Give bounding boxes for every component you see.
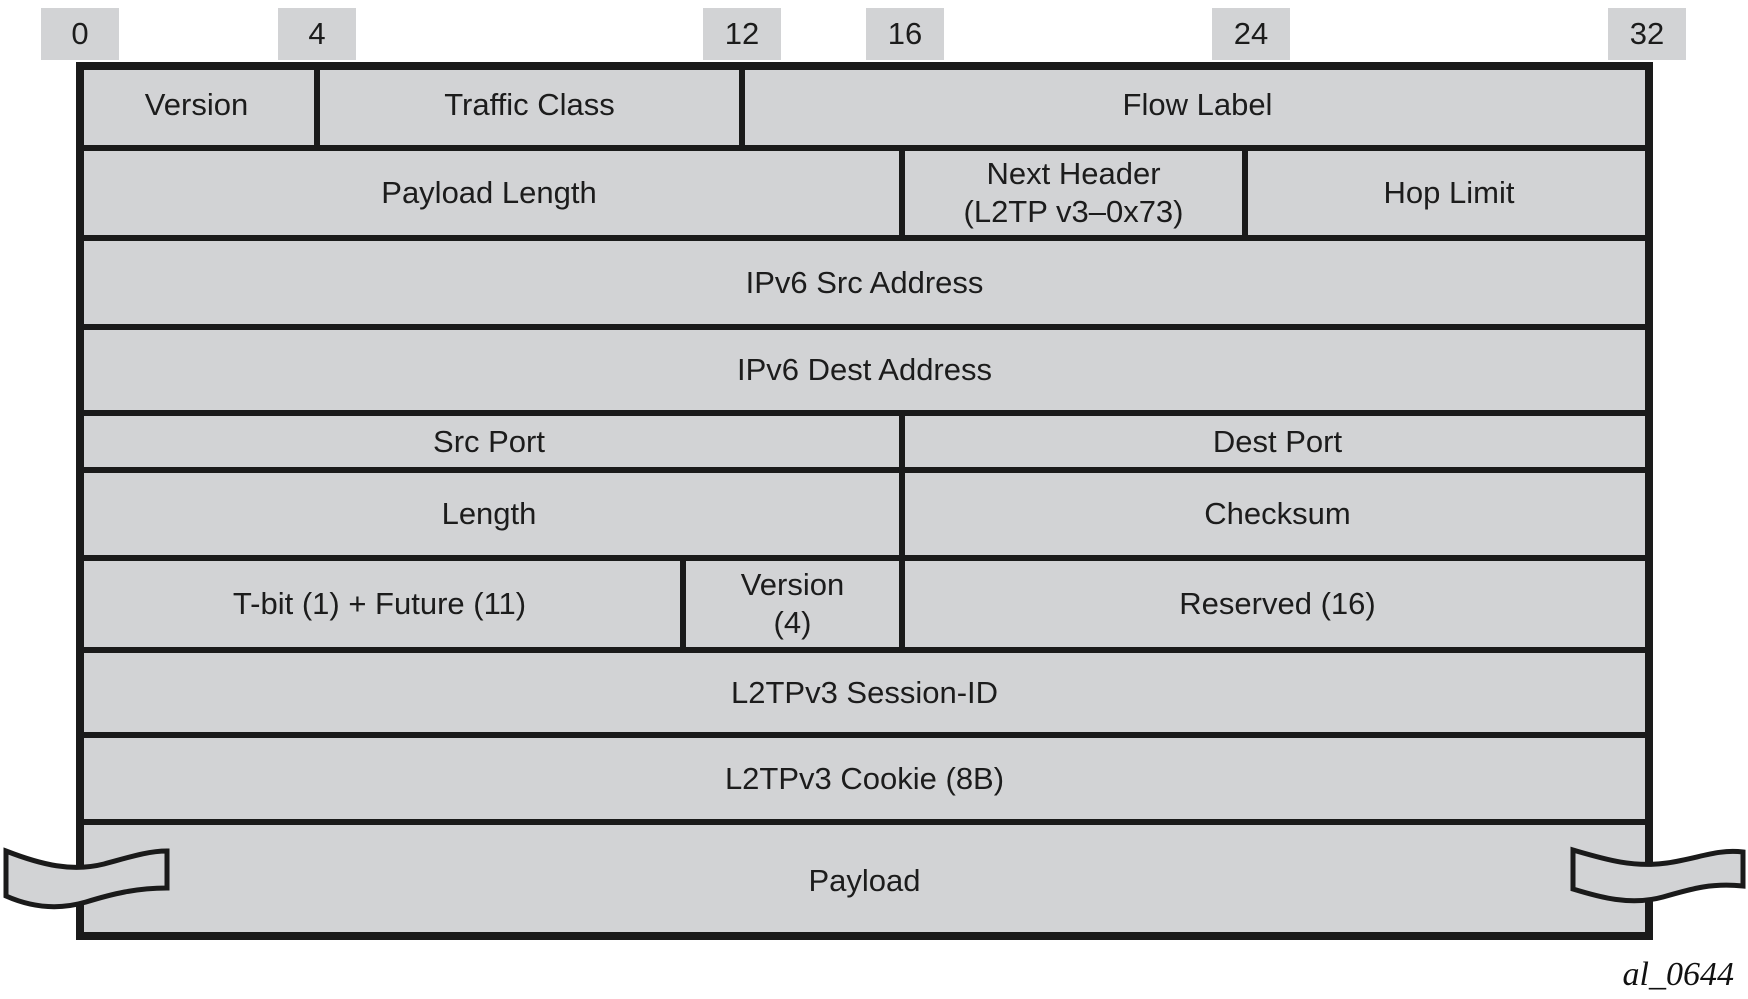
field-cell-checksum: Checksum — [902, 470, 1653, 558]
field-cell-next-header: Next Header (L2TP v3–0x73) — [902, 148, 1245, 238]
field-cell-l2tpv3-session-id: L2TPv3 Session-ID — [76, 650, 1653, 735]
bit-ruler-label-12: 12 — [703, 8, 781, 60]
field-cell-length: Length — [76, 470, 902, 558]
field-cell-traffic-class: Traffic Class — [317, 62, 742, 148]
field-cell-reserved: Reserved (16) — [902, 558, 1653, 650]
bit-ruler-label-0: 0 — [41, 8, 119, 60]
field-cell-flow-label: Flow Label — [742, 62, 1653, 148]
field-cell-hop-limit: Hop Limit — [1245, 148, 1653, 238]
field-cell-t-bit-future: T-bit (1) + Future (11) — [76, 558, 683, 650]
field-cell-l2tp-version: Version (4) — [683, 558, 902, 650]
figure-code: al_0644 — [1622, 956, 1734, 993]
field-cell-l2tpv3-cookie: L2TPv3 Cookie (8B) — [76, 735, 1653, 822]
field-cell-ipv6-dest-address: IPv6 Dest Address — [76, 327, 1653, 413]
bit-ruler-label-24: 24 — [1212, 8, 1290, 60]
field-cell-ipv6-src-address: IPv6 Src Address — [76, 238, 1653, 327]
field-cell-version: Version — [76, 62, 317, 148]
field-cell-payload: Payload — [76, 822, 1653, 940]
field-cell-src-port: Src Port — [76, 413, 902, 470]
bit-ruler-label-16: 16 — [866, 8, 944, 60]
field-cell-payload-length: Payload Length — [76, 148, 902, 238]
bit-ruler-label-4: 4 — [278, 8, 356, 60]
field-cell-dest-port: Dest Port — [902, 413, 1653, 470]
bit-ruler-label-32: 32 — [1608, 8, 1686, 60]
